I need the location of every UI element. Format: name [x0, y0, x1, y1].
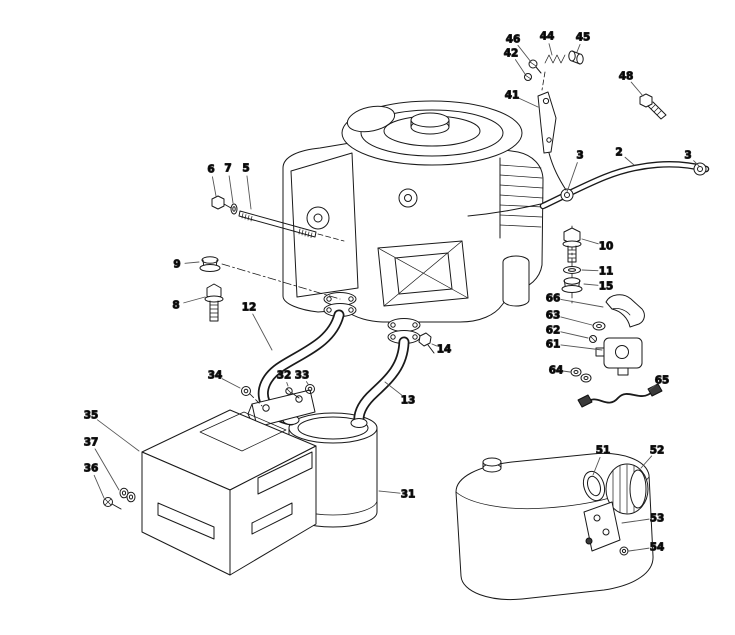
- part-number-12: 12: [242, 302, 257, 314]
- callout-leader-64: [563, 370, 571, 373]
- left-fasteners-drawing: [199, 195, 345, 322]
- part-number-2: 2: [615, 147, 622, 159]
- part-number-44: 44: [540, 31, 555, 43]
- callout-leader-33: [305, 381, 309, 385]
- callout-leader-51: [592, 456, 601, 476]
- callout-leader-31: [378, 490, 401, 494]
- callout-leader-54: [628, 547, 650, 552]
- part-number-8: 8: [172, 300, 179, 312]
- callout-leader-8: [183, 296, 206, 304]
- callout-leader-42: [514, 59, 526, 75]
- callout-leader-52: [640, 455, 653, 469]
- callout-leader-11: [581, 269, 599, 272]
- part-number-63: 63: [546, 310, 561, 322]
- fuel-cap-drawing: [582, 463, 649, 515]
- callout-leader-15: [583, 283, 599, 286]
- part-number-64: 64: [549, 365, 564, 377]
- flange-bolt-drawing: [418, 332, 435, 354]
- callout-leader-10: [581, 238, 599, 245]
- callout-leader-65: [648, 384, 657, 391]
- part-number-5: 5: [242, 163, 249, 175]
- tank-bracket-drawing: [583, 501, 629, 556]
- part-number-31: 31: [401, 489, 416, 501]
- fuel-hose-drawing: [539, 161, 710, 210]
- part-number-3: 3: [576, 150, 583, 162]
- part-number-53: 53: [650, 513, 665, 525]
- callout-leader-63: [560, 316, 593, 326]
- callout-leader-13: [384, 381, 403, 396]
- part-number-33: 33: [295, 370, 310, 382]
- callout-leader-35: [96, 419, 140, 452]
- callout-leader-62: [560, 331, 589, 339]
- part-number-32: 32: [277, 370, 292, 382]
- part-number-65: 65: [655, 375, 670, 387]
- callout-leader-34: [221, 378, 241, 389]
- part-number-10: 10: [599, 241, 614, 253]
- part-number-52: 52: [650, 445, 665, 457]
- callout-leader-36: [93, 474, 105, 499]
- part-number-6: 6: [207, 164, 214, 176]
- shield-screws-drawing: [103, 487, 136, 510]
- part-number-34: 34: [208, 370, 223, 382]
- fuel-valve-drawing: [570, 294, 663, 408]
- part-number-62: 62: [546, 325, 561, 337]
- callout-leader-14: [431, 343, 438, 347]
- part-number-46: 46: [506, 34, 521, 46]
- callout-leader-32: [286, 382, 289, 387]
- part-number-13: 13: [401, 395, 416, 407]
- callout-leader-2: [624, 156, 635, 166]
- part-number-36: 36: [84, 463, 99, 475]
- part-number-14: 14: [437, 344, 452, 356]
- part-number-51: 51: [596, 445, 611, 457]
- callout-leader-45: [576, 43, 581, 53]
- part-number-42: 42: [504, 48, 519, 60]
- callout-leader-48: [630, 81, 644, 97]
- callout-leader-44: [548, 43, 553, 56]
- part-number-11: 11: [599, 266, 614, 278]
- callout-leader-53: [621, 518, 650, 524]
- callout-leader-3: [693, 160, 700, 167]
- callout-leader-9: [184, 261, 200, 264]
- callout-leader-37: [94, 448, 120, 491]
- part-number-45: 45: [576, 32, 591, 44]
- callout-leader-7: [228, 175, 234, 204]
- callout-leader-5: [246, 175, 252, 210]
- part-number-61: 61: [546, 339, 561, 351]
- callout-leader-12: [252, 313, 273, 351]
- part-number-37: 37: [84, 437, 99, 449]
- callout-leader-41: [518, 97, 539, 108]
- part-number-66: 66: [546, 293, 561, 305]
- part-number-48: 48: [619, 71, 634, 83]
- part-number-41: 41: [505, 90, 520, 102]
- callout-leader-3: [566, 162, 578, 193]
- callout-leader-46: [517, 44, 532, 63]
- callout-leader-6: [212, 176, 217, 197]
- callout-leader-66: [560, 298, 604, 308]
- part-number-3: 3: [684, 150, 691, 162]
- callout-leader-61: [560, 344, 603, 351]
- engine-bolt-drawing: [561, 225, 583, 306]
- heat-shield-drawing: [141, 409, 317, 576]
- throttle-parts-drawing: [524, 50, 667, 191]
- part-number-9: 9: [173, 259, 180, 271]
- part-number-54: 54: [650, 542, 665, 554]
- part-number-35: 35: [84, 410, 99, 422]
- part-number-7: 7: [224, 163, 231, 175]
- engine-drawing: [282, 100, 544, 344]
- part-number-15: 15: [599, 281, 614, 293]
